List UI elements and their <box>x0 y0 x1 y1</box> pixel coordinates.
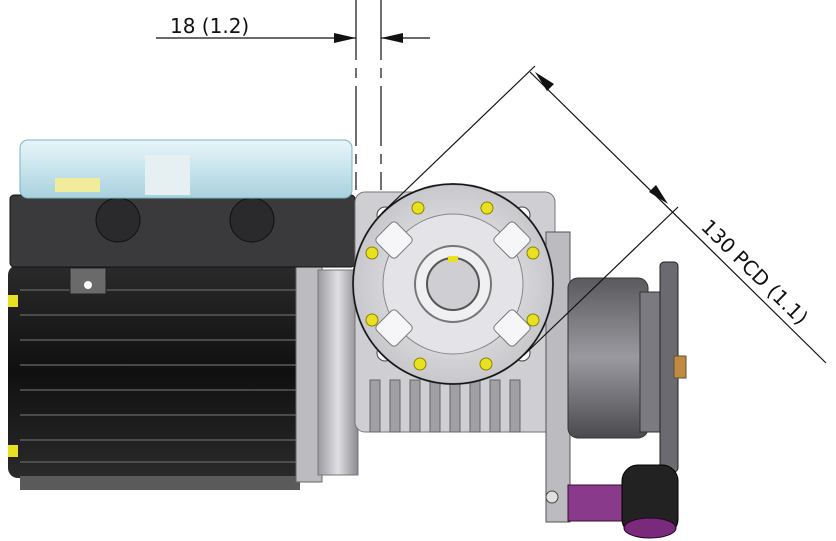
flange-lug <box>375 309 413 347</box>
motor-marker <box>8 295 18 307</box>
motor-body <box>8 261 359 490</box>
flange-lug <box>375 221 413 259</box>
bolt-icon <box>365 313 379 327</box>
cable-gland <box>229 197 275 243</box>
dimension-line <box>529 71 827 364</box>
motor-lug-hole <box>84 281 92 289</box>
adapter-flange <box>317 269 359 476</box>
motor-housing <box>8 265 308 478</box>
output-bore <box>426 257 480 311</box>
pcd-circle <box>352 183 554 385</box>
bolt-icon <box>365 246 379 260</box>
keyway <box>448 256 458 262</box>
output-flange <box>352 183 554 385</box>
cover-label <box>145 155 190 195</box>
bolt-icon <box>526 246 540 260</box>
terminal-box-base <box>9 194 356 268</box>
motor-foot <box>20 476 300 490</box>
bolt-icon <box>479 357 493 371</box>
motor-fins <box>20 289 300 463</box>
bolt-icon <box>413 357 427 371</box>
handle-cap <box>623 517 677 539</box>
flange-lug <box>493 221 531 259</box>
pulley-assembly <box>567 261 687 473</box>
handle-base <box>567 484 627 522</box>
extension-line <box>523 206 679 356</box>
side-plate-bolt <box>545 490 559 504</box>
cover-marker <box>55 178 100 192</box>
offset-dimension <box>156 0 430 190</box>
extension-line <box>381 65 536 214</box>
release-handle <box>567 464 679 539</box>
flange-bolts <box>365 201 540 371</box>
motor-marker <box>8 445 18 457</box>
bolt-icon <box>411 201 425 215</box>
shaft-end <box>673 355 687 379</box>
bolt-icon <box>480 201 494 215</box>
bolt-icon <box>526 313 540 327</box>
flange-lug <box>493 309 531 347</box>
arrow-icon <box>535 72 554 91</box>
arrow-left-icon <box>381 33 403 43</box>
pcd-dimension <box>381 65 827 364</box>
arrow-right-icon <box>334 33 356 43</box>
offset-dimension-label: 18 (1.2) <box>170 14 249 38</box>
terminal-box <box>9 139 356 268</box>
pcd-dimension-label: 130 PCD (1.1) <box>696 214 812 329</box>
cable-gland <box>95 197 141 243</box>
arrow-icon <box>649 185 668 204</box>
